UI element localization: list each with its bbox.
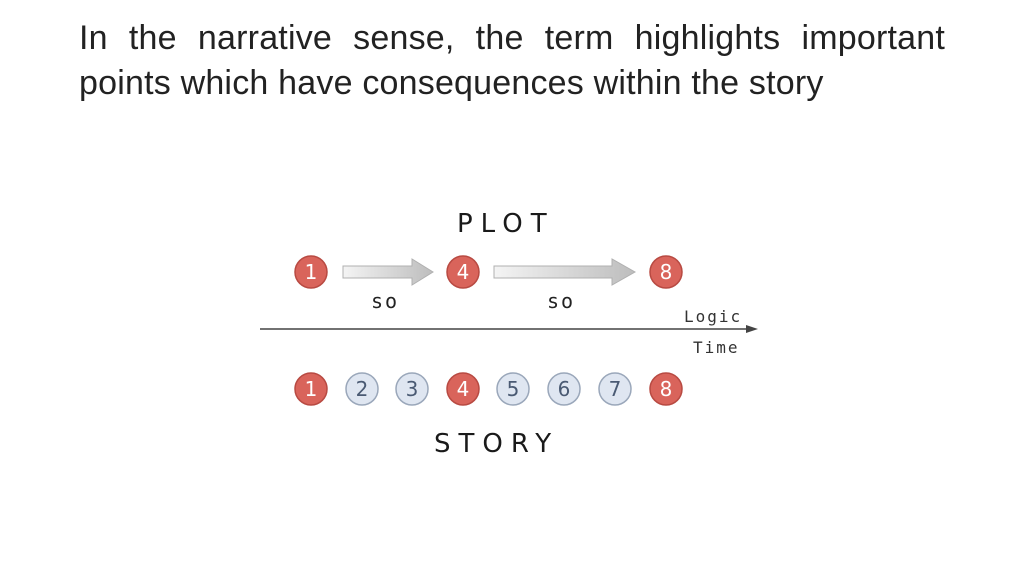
plot-event-1: 1 (294, 255, 328, 289)
axis-logic-label: Logic (684, 307, 742, 326)
story-event-3: 3 (395, 372, 429, 406)
story-event-6-number: 6 (558, 377, 571, 401)
story-event-2: 2 (345, 372, 379, 406)
story-event-4-number: 4 (457, 377, 470, 401)
story-event-8: 8 (649, 372, 683, 406)
plot-arrow-1 (342, 258, 434, 286)
timeline-arrow (260, 325, 758, 333)
story-event-7: 7 (598, 372, 632, 406)
plot-arrow-2 (493, 258, 637, 286)
plot-event-1-number: 1 (305, 260, 318, 284)
plot-event-4-number: 4 (457, 260, 470, 284)
slide-heading: In the narrative sense, the term highlig… (79, 19, 945, 102)
story-event-6: 6 (547, 372, 581, 406)
story-event-2-number: 2 (356, 377, 369, 401)
plot-label: PLOT (457, 209, 555, 239)
plot-event-4: 4 (446, 255, 480, 289)
story-event-5: 5 (496, 372, 530, 406)
story-event-1-number: 1 (305, 377, 318, 401)
story-event-3-number: 3 (406, 377, 419, 401)
plot-event-8-number: 8 (660, 260, 673, 284)
story-event-1: 1 (294, 372, 328, 406)
plot-event-8: 8 (649, 255, 683, 289)
story-event-5-number: 5 (507, 377, 520, 401)
plot-connector-2: so (547, 289, 575, 313)
axis-time-label: Time (693, 338, 740, 357)
story-event-7-number: 7 (609, 377, 622, 401)
story-event-4: 4 (446, 372, 480, 406)
story-label: STORY (434, 429, 559, 459)
plot-connector-1: so (371, 289, 399, 313)
story-event-8-number: 8 (660, 377, 673, 401)
